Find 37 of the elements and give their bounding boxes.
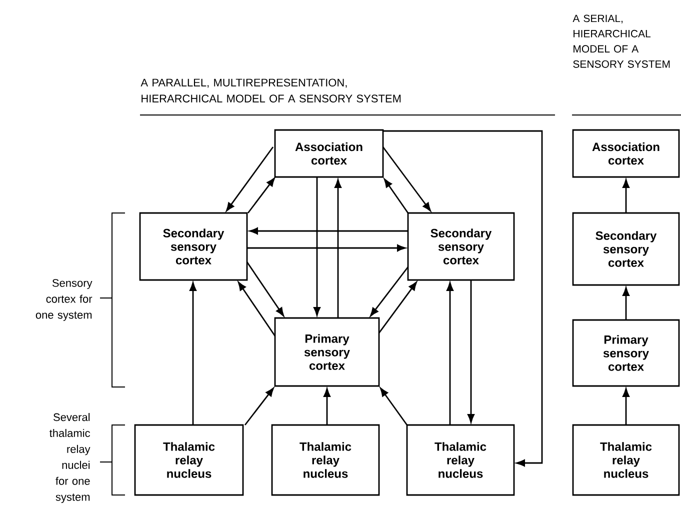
heading: A SERIAL, HIERARCHICAL MODEL OF A SENSORY SYSTEM [572,14,670,68]
arrow [314,177,320,316]
process-box: Primary sensory cortex [572,319,680,387]
arrow [384,178,409,214]
heading: A PARALLEL, MULTIREPRESENTATION, HIERARCHICAL MODEL OF A SENSORY SYSTEM [140,78,401,102]
process-box: Association cortex [274,129,384,178]
arrow [249,228,408,234]
arrow [370,266,409,316]
bracket-label: Sensory cortex for one system [36,279,92,321]
process-box: Secondary sensory cortex [572,212,680,286]
arrow [380,388,408,426]
bracket-label: Several thalamic relay nuclei for one system [50,413,90,503]
arrow [382,146,431,212]
process-box: Primary sensory cortex [274,317,380,387]
arrow [246,262,284,316]
process-box: Secondary sensory cortex [139,212,248,281]
process-box: Thalamic relay nucleus [134,424,244,496]
arrow [247,244,406,252]
arrow [238,282,276,336]
arrow [383,130,543,466]
arrow [622,287,630,320]
arrow [622,388,630,425]
arrow [190,282,196,425]
process-box: Secondary sensory cortex [407,212,515,281]
arrow [247,178,275,214]
process-box: Thalamic relay nucleus [406,424,515,496]
arrow [622,179,630,213]
arrow [324,388,330,425]
arrow [244,388,274,426]
arrow [334,179,342,318]
process-box: Thalamic relay nucleus [572,424,680,496]
arrow [446,282,454,425]
arrow [226,146,274,212]
arrow [378,282,417,334]
process-box: Thalamic relay nucleus [271,424,380,496]
arrow [468,280,474,423]
process-box: Association cortex [572,129,680,178]
